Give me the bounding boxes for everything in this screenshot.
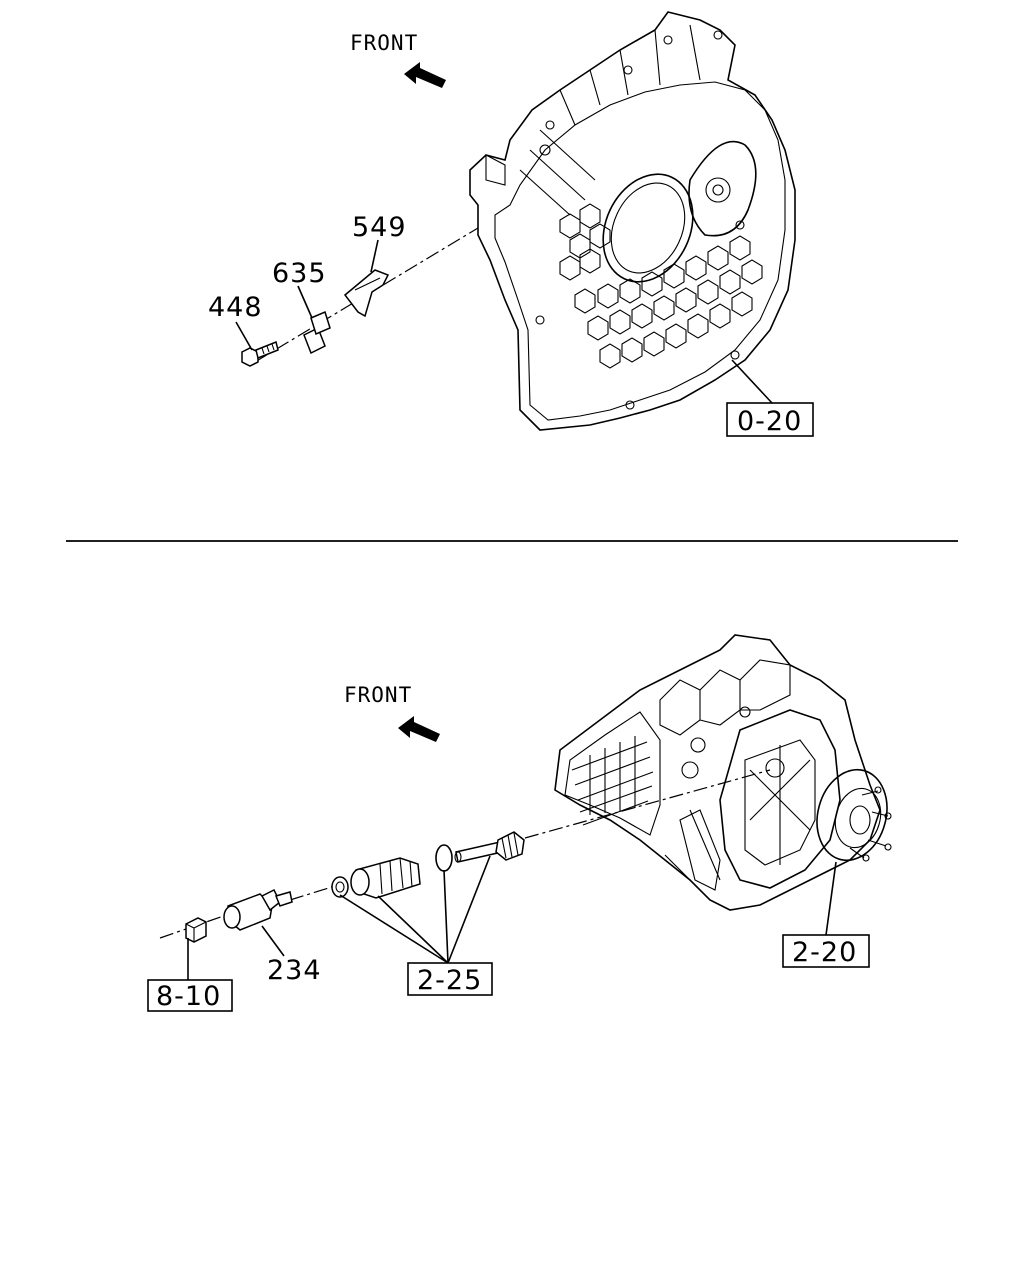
leader-448 <box>235 321 253 351</box>
ref-box-2-25 <box>407 962 493 996</box>
assembly-centerline-bottom <box>159 911 236 939</box>
front-arrow-bottom-icon <box>398 716 440 742</box>
top-section: FRONT <box>208 11 814 437</box>
leader-549 <box>370 239 379 273</box>
bolt-448 <box>241 340 279 367</box>
leader-2-20 <box>825 861 837 936</box>
transmission-case <box>554 634 892 911</box>
leader-2-25 <box>339 855 491 964</box>
front-arrow-top-icon <box>404 62 446 88</box>
ref-box-2-20 <box>782 934 870 968</box>
front-label-top: FRONT <box>350 31 418 55</box>
ref-label-0-20: 0-20 <box>737 406 802 437</box>
o-ring <box>435 844 453 872</box>
front-label-bottom: FRONT <box>344 683 412 707</box>
ref-box-8-10 <box>147 979 233 1012</box>
sleeve <box>350 857 421 899</box>
bottom-section: FRONT <box>147 634 892 1012</box>
sensor-635 <box>303 310 331 355</box>
ref-label-2-25: 2-25 <box>417 965 482 996</box>
callout-635: 635 <box>272 258 327 289</box>
ref-label-2-20: 2-20 <box>792 937 857 968</box>
driven-gear-shaft <box>454 831 525 863</box>
connector <box>185 917 207 943</box>
ref-box-0-20 <box>726 402 814 437</box>
callout-549: 549 <box>352 212 407 243</box>
speed-sensor-234 <box>223 888 293 931</box>
ref-label-8-10: 8-10 <box>156 981 221 1012</box>
leader-0-20 <box>731 359 773 404</box>
bracket-549 <box>343 269 390 318</box>
leader-635 <box>297 285 313 319</box>
callout-448: 448 <box>208 292 263 323</box>
leader-234 <box>261 925 285 957</box>
callout-234: 234 <box>267 955 322 986</box>
plug <box>331 876 349 898</box>
flywheel-housing <box>469 11 796 431</box>
